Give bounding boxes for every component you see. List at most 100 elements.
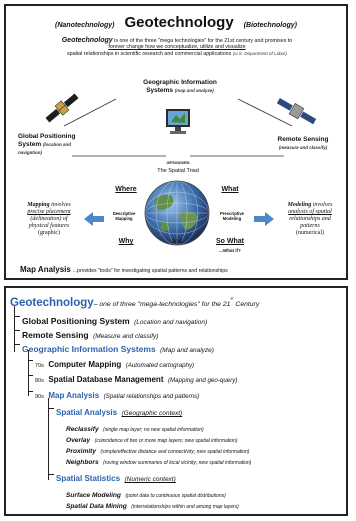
outline-map-analysis: 90s Map Analysis (Spatial relationships … — [35, 385, 199, 403]
outline-gis-title: Geographic Information Systems — [22, 344, 156, 354]
outline-70s: 70s — [35, 363, 44, 369]
what-question: What — [221, 186, 239, 193]
modeling-rest4: patterns — [300, 223, 320, 229]
outline-gps-desc: (Location and navigation) — [134, 319, 208, 326]
outline-sm-desc: (point data to continuous spatial distri… — [125, 493, 226, 499]
triad-lines — [63, 98, 293, 157]
modeling-word: Modeling — [222, 216, 242, 221]
outline-sm-title: Surface Modeling — [66, 492, 121, 499]
modeling-rest3: relationships and — [289, 216, 331, 222]
outline-spatial-statistics: Spatial Statistics (Numeric context) — [56, 468, 176, 486]
outline-heading-end: Century — [235, 301, 260, 308]
modeling-lead: Modeling — [287, 202, 312, 208]
what-if-text: ...What if? — [219, 248, 241, 253]
outline-heading-rest: – one of three "mega-technologies" for t… — [93, 301, 231, 308]
gis-sub: (map and analyze) — [174, 88, 214, 93]
tree-branch-90s — [28, 391, 33, 392]
rs-sub: (measure and classify) — [278, 145, 328, 150]
gis-label: Geographic Information Systems (map and … — [134, 79, 226, 95]
mapping-lead: Mapping — [27, 202, 50, 208]
and-word: and — [171, 239, 182, 245]
outline-sdm-title: Spatial Database Management — [48, 375, 164, 384]
tree-branch-sa — [48, 408, 54, 409]
outline-gps-title: Global Positioning System — [22, 316, 130, 326]
definition-lead: Geotechnology — [61, 37, 113, 44]
outline-gis: Geographic Information Systems (Map and … — [22, 339, 214, 357]
nanotech-tag: (Nanotechnology) — [55, 22, 115, 29]
definition-line2: forever change how we conceptualize, uti… — [108, 44, 246, 51]
outline-rs-desc: (Measure and classify) — [93, 333, 159, 340]
gps-satellite-icon — [45, 93, 79, 123]
tree-branch-gis — [14, 344, 20, 345]
mapping-word: Mapping — [115, 216, 133, 221]
outline-proximity-title: Proximity — [66, 448, 97, 455]
computer-icon — [166, 109, 190, 134]
outline-heading-sup: st — [230, 295, 234, 301]
outline-reclassify-title: Reclassify — [66, 426, 99, 433]
outline-reclassify-desc: (single map layer; no new spatial inform… — [103, 427, 204, 433]
mapping-rest2: precise placement — [27, 209, 71, 215]
definition-text: Geotechnology is one of the three "mega … — [18, 37, 336, 57]
mapping-kind: (graphic) — [38, 230, 60, 236]
spatial-triad-panel: (Nanotechnology) Geotechnology (Biotechn… — [4, 4, 348, 280]
outline-gis-desc: (Map and analyze) — [160, 347, 214, 354]
mapping-rest1: involves — [51, 202, 71, 208]
so-what-question: So What — [216, 238, 244, 245]
outline-reclassify: Reclassify (single map layer; no new spa… — [66, 418, 204, 436]
globe-icon — [144, 180, 210, 246]
definition-line3: spatial relationships in scientific rese… — [66, 50, 232, 57]
outline-sdmi-title: Spatial Data Mining — [66, 503, 127, 510]
outline-heading-title: Geotechnology — [10, 297, 94, 309]
outline-sdmi-desc: (interrelationships within and among map… — [131, 504, 239, 510]
outline-ss-title: Spatial Statistics — [56, 474, 121, 483]
descriptive-word: Descriptive — [112, 211, 136, 216]
prescriptive-modeling-label: Prescriptive Modeling — [210, 211, 254, 221]
outline-rs: Remote Sensing (Measure and classify) — [22, 325, 158, 343]
modeling-description: Modeling involves analysis of spatial re… — [276, 202, 344, 237]
remote-sensing-satellite-icon — [276, 98, 317, 125]
outline-neighbors: Neighbors (roving window summaries of lo… — [66, 451, 251, 469]
gps-label-line1: Global Positioning — [18, 133, 76, 140]
outline-gps: Global Positioning System (Location and … — [22, 311, 207, 329]
map-analysis-title: Map Analysis — [20, 265, 71, 274]
tree-line-main — [14, 306, 15, 352]
outline-sa-title: Spatial Analysis — [56, 408, 118, 417]
tree-line-ma — [48, 398, 49, 480]
where-question: Where — [115, 186, 137, 193]
remote-sensing-label: Remote Sensing (measure and classify) — [264, 136, 342, 152]
outline-proximity: Proximity (simple/effective distance and… — [66, 440, 249, 458]
mapping-rest4: physical features — [28, 223, 70, 229]
modeling-rest1: involves — [312, 202, 333, 208]
gps-label-line2: System — [18, 141, 42, 148]
outline-ss-desc: (Numeric context) — [124, 476, 176, 483]
outline-overlay-title: Overlay — [66, 437, 91, 444]
modeling-kind: (numerical) — [296, 230, 324, 236]
spatial-triad-label: The Spatial Triad — [157, 168, 199, 174]
outline-neighbors-title: Neighbors — [66, 459, 99, 466]
outline-spatial-data-mining: Spatial Data Mining (interrelationships … — [66, 495, 239, 513]
biotech-tag: (Biotechnology) — [243, 22, 297, 29]
gps-label: Global Positioning System (location and … — [18, 133, 96, 157]
outline-cm-desc: (Automated cartography) — [125, 362, 195, 369]
right-arrow-icon — [254, 212, 274, 226]
definition-source: (U.S. Department of Labor) — [232, 50, 288, 56]
tree-branch-gps — [14, 316, 20, 317]
outline-cm-title: Computer Mapping — [48, 360, 122, 369]
rs-label-text: Remote Sensing — [277, 136, 329, 143]
gps-sub: (location and navigation) — [18, 142, 71, 155]
outline-ma-desc: (Spatial relationships and patterns) — [103, 393, 200, 400]
outline-sa-desc: (Geographic context) — [121, 410, 183, 417]
tree-branch-rs — [14, 330, 20, 331]
tree-branch-70s — [28, 360, 33, 361]
tree-branch-80s — [28, 375, 33, 376]
left-arrow-icon — [84, 212, 104, 226]
mapping-description: Mapping involves precise placement (deli… — [14, 202, 84, 237]
modeling-rest2: analysis of spatial — [288, 209, 332, 215]
gis-label-line1: Geographic Information — [143, 79, 217, 86]
why-question: Why — [118, 238, 134, 245]
outline-rs-title: Remote Sensing — [22, 330, 89, 340]
definition-rest: is one of the three "mega technologies" … — [114, 38, 293, 44]
tree-line-gis — [28, 350, 29, 396]
outline-spatial-analysis: Spatial Analysis (Geographic context) — [56, 402, 182, 420]
page-title: Geotechnology — [124, 14, 234, 31]
